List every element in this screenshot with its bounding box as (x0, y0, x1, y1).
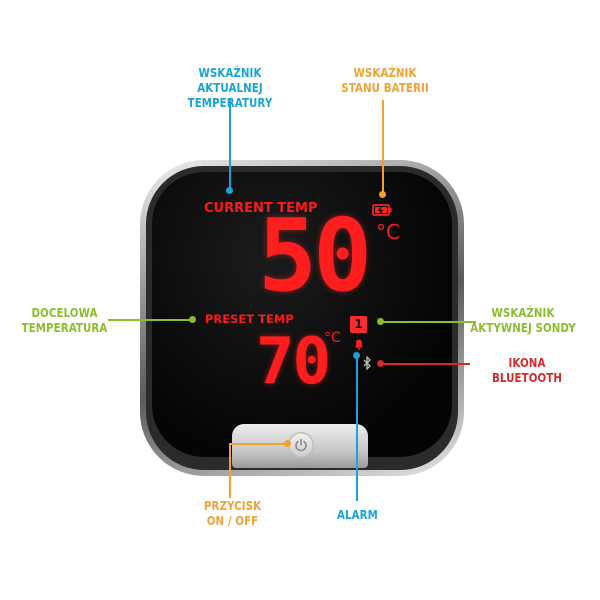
callout-active-probe: WSKAŹNIK AKTYWNEJ SONDY (462, 305, 585, 335)
callout-bluetooth-line1: IKONA BLUETOOTH (491, 355, 563, 385)
callout-current-temp-line1: WSKAŹNIK AKTUALNEJ (197, 65, 263, 95)
callout-bluetooth: IKONA BLUETOOTH (474, 355, 581, 385)
callout-preset-temp-line1: DOCELOWA (31, 305, 98, 320)
callout-active-probe-line1: WSKAŹNIK (491, 305, 555, 320)
leader-bluetooth (380, 363, 470, 365)
callout-preset-temp: DOCELOWA TEMPERATURA (21, 305, 108, 335)
alarm-bell-icon (355, 339, 363, 350)
leader-preset-temp (108, 319, 192, 321)
leader-alarm (356, 355, 358, 501)
callout-active-probe-line2: AKTYWNEJ SONDY (470, 320, 576, 335)
callout-preset-temp-line2: TEMPERATURA (21, 320, 108, 335)
callout-battery-line2: STANU BATERII (341, 80, 429, 95)
preset-temp-label: PRESET TEMP (205, 312, 294, 326)
power-button[interactable] (288, 432, 314, 458)
leader-battery (382, 100, 384, 194)
preset-temp-unit: °C (324, 330, 341, 346)
lcd-screen (152, 172, 452, 457)
current-temp-value: 50 (258, 197, 372, 314)
leader-active-probe (380, 321, 476, 323)
preset-temp-value: 70 (256, 325, 331, 399)
leader-power-horizontal (229, 443, 287, 445)
callout-battery-line1: WSKAŹNIK (353, 65, 417, 80)
leader-dot-battery (379, 191, 386, 198)
current-temp-label: CURRENT TEMP (204, 201, 318, 216)
leader-dot-bluetooth (377, 360, 384, 367)
leader-dot-preset-temp (189, 316, 196, 323)
callout-alarm: ALARM (331, 507, 384, 522)
power-icon (295, 438, 307, 452)
leader-dot-alarm (353, 352, 360, 359)
leader-dot-power (284, 440, 291, 447)
callout-power-line2: ON / OFF (206, 513, 259, 528)
callout-power-line1: PRZYCISK (203, 498, 262, 513)
leader-power-vertical (229, 444, 231, 498)
callout-power: PRZYCISK ON / OFF (202, 498, 264, 528)
current-temp-unit: °C (376, 220, 400, 244)
callout-current-temp: WSKAŹNIK AKTUALNEJ TEMPERATURY (164, 65, 295, 110)
bluetooth-icon (363, 356, 371, 370)
active-probe-indicator: 1 (350, 316, 367, 333)
leader-dot-current-temp (226, 187, 233, 194)
callout-alarm-line1: ALARM (337, 507, 378, 522)
leader-current-temp (229, 100, 231, 190)
battery-icon (372, 204, 392, 216)
callout-battery: WSKAŹNIK STANU BATERII (332, 65, 439, 95)
leader-dot-active-probe (377, 318, 384, 325)
